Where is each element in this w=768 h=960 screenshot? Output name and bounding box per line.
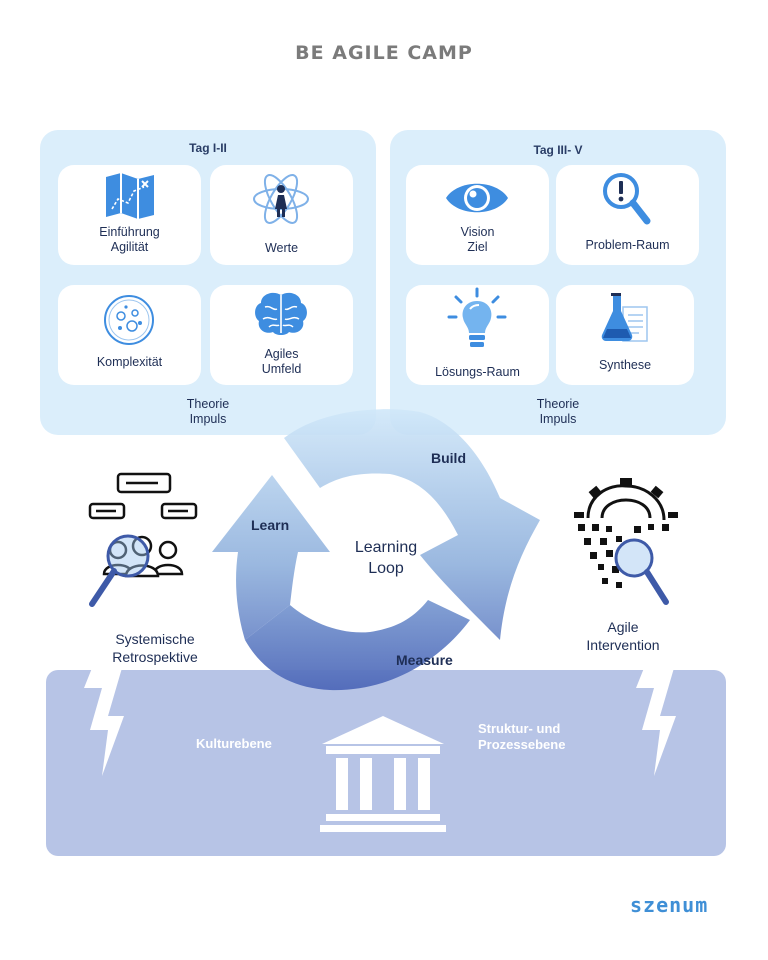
gear-search-icon <box>574 478 678 605</box>
right-panel-footer: Theorie Impuls <box>536 397 580 426</box>
team-search-icon <box>88 472 198 607</box>
card-label: Agiles Umfeld <box>261 347 302 376</box>
lightbulb-icon <box>447 287 507 347</box>
card-label: Vision Ziel <box>460 225 495 254</box>
magnifier-exclamation-icon <box>603 173 651 225</box>
brain-icon <box>255 292 307 335</box>
measure-label: Measure <box>396 652 453 668</box>
card-werte: Werte <box>210 165 353 265</box>
eye-icon <box>446 183 508 213</box>
card-einfuehrung: Einführung Agilität <box>58 165 201 265</box>
card-synthese: Synthese <box>556 285 694 385</box>
right-panel: Tag III- V Vision Ziel Problem-Raum <box>390 130 726 435</box>
card-label: Komplexität <box>96 355 163 369</box>
right-lightning-icon <box>636 668 676 776</box>
left-lightning-icon <box>84 668 124 776</box>
map-icon <box>106 173 154 219</box>
left-panel-heading: Tag I-II <box>189 141 227 155</box>
card-label: Problem-Raum <box>585 238 670 252</box>
card-label: Synthese <box>598 358 652 372</box>
card-label: Werte <box>264 241 299 255</box>
right-side-label: Agile Intervention <box>586 619 660 653</box>
card-loesungs-raum: Lösungs-Raum <box>406 285 549 385</box>
card-komplexitaet: Komplexität <box>58 285 201 385</box>
loop-center-label: Learning Loop <box>354 539 418 577</box>
institution-icon <box>320 716 446 832</box>
flask-document-icon <box>601 293 648 342</box>
left-panel-footer: Theorie Impuls <box>186 397 230 426</box>
right-panel-heading: Tag III- V <box>533 143 583 157</box>
left-side-label: Systemische Retrospektive <box>112 631 198 665</box>
structure-level-label: Struktur- und Prozessebene <box>478 721 566 752</box>
card-label: Lösungs-Raum <box>435 365 520 379</box>
build-arrow <box>284 409 540 640</box>
card-problem-raum: Problem-Raum <box>556 165 699 265</box>
card-agiles-umfeld: Agiles Umfeld <box>210 285 353 385</box>
cell-icon <box>104 295 154 345</box>
brand-logo: szenum <box>630 893 709 917</box>
card-label: Einführung Agilität <box>99 225 160 254</box>
build-label: Build <box>431 450 466 466</box>
page-title: BE AGILE CAMP <box>295 42 473 64</box>
card-vision-ziel: Vision Ziel <box>406 165 549 265</box>
left-panel: Tag I-II Einführung Agilität Werte <box>40 130 376 435</box>
learn-label: Learn <box>251 517 290 533</box>
culture-level-label: Kulturebene <box>196 736 272 751</box>
learn-arrow <box>212 475 330 640</box>
atom-person-icon <box>253 174 309 224</box>
